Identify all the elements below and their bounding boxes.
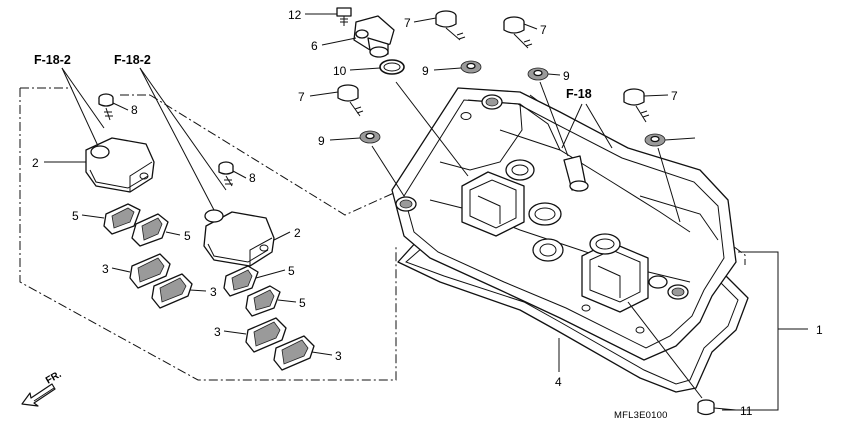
callout-4: 4 xyxy=(555,375,562,389)
callout-5d: 5 xyxy=(299,296,306,310)
bolt-part-8a xyxy=(98,93,114,121)
callout-9c: 9 xyxy=(318,134,325,148)
callout-7a: 7 xyxy=(404,16,411,30)
callout-3c: 3 xyxy=(214,325,221,339)
screen-part-3b xyxy=(151,273,193,309)
callout-8a: 8 xyxy=(131,103,138,117)
bolt-part-7c xyxy=(337,84,364,117)
sensor-part-6 xyxy=(353,15,395,58)
callout-7d: 7 xyxy=(671,89,678,103)
bolt-part-8b xyxy=(218,161,234,187)
callout-3b: 3 xyxy=(210,285,217,299)
screen-part-3a xyxy=(129,253,171,289)
bolt-part-7b xyxy=(503,16,533,49)
callout-12: 12 xyxy=(288,8,302,22)
washer-part-9b xyxy=(527,67,549,81)
callout-10: 10 xyxy=(333,64,347,78)
callout-9b: 9 xyxy=(563,69,570,83)
reference-f18-2-left: F-18-2 xyxy=(34,53,71,67)
screen-part-3c xyxy=(245,317,287,353)
callout-3a: 3 xyxy=(102,262,109,276)
housing-part-2a xyxy=(85,137,155,193)
bolt-part-7d xyxy=(623,88,650,123)
screen-part-3d xyxy=(273,335,315,371)
reference-f18: F-18 xyxy=(566,87,592,101)
seal-part-5c xyxy=(223,265,259,297)
bolt-part-7a xyxy=(435,10,466,41)
callout-3d: 3 xyxy=(335,349,342,363)
seal-part-5d xyxy=(245,285,281,317)
washer-part-9d xyxy=(644,133,666,147)
o-ring-part-10 xyxy=(379,59,405,75)
cylinder-head-cover xyxy=(391,87,749,393)
reference-f18-2-right: F-18-2 xyxy=(114,53,151,67)
seal-part-5b xyxy=(131,213,169,247)
cap-part-11 xyxy=(697,399,715,416)
front-direction-label: FR. xyxy=(44,369,64,387)
callout-8b: 8 xyxy=(249,171,256,185)
callout-1: 1 xyxy=(816,323,823,337)
callout-2a: 2 xyxy=(32,156,39,170)
callout-7b: 7 xyxy=(540,23,547,37)
housing-part-2b xyxy=(203,209,275,267)
washer-part-9c xyxy=(359,130,381,144)
callout-7c: 7 xyxy=(298,90,305,104)
seal-part-5a xyxy=(103,203,141,235)
front-direction-arrow: FR. xyxy=(21,369,64,407)
callout-5b: 5 xyxy=(184,229,191,243)
callout-5c: 5 xyxy=(288,264,295,278)
diagram-code: MFL3E0100 xyxy=(614,410,668,421)
callout-6: 6 xyxy=(311,39,318,53)
callout-9a: 9 xyxy=(422,64,429,78)
callout-5a: 5 xyxy=(72,209,79,223)
bolt-part-12 xyxy=(336,7,352,26)
callout-2b: 2 xyxy=(294,226,301,240)
washer-part-9a xyxy=(460,60,482,74)
leader-lines xyxy=(44,13,808,411)
callout-11: 11 xyxy=(740,404,753,418)
